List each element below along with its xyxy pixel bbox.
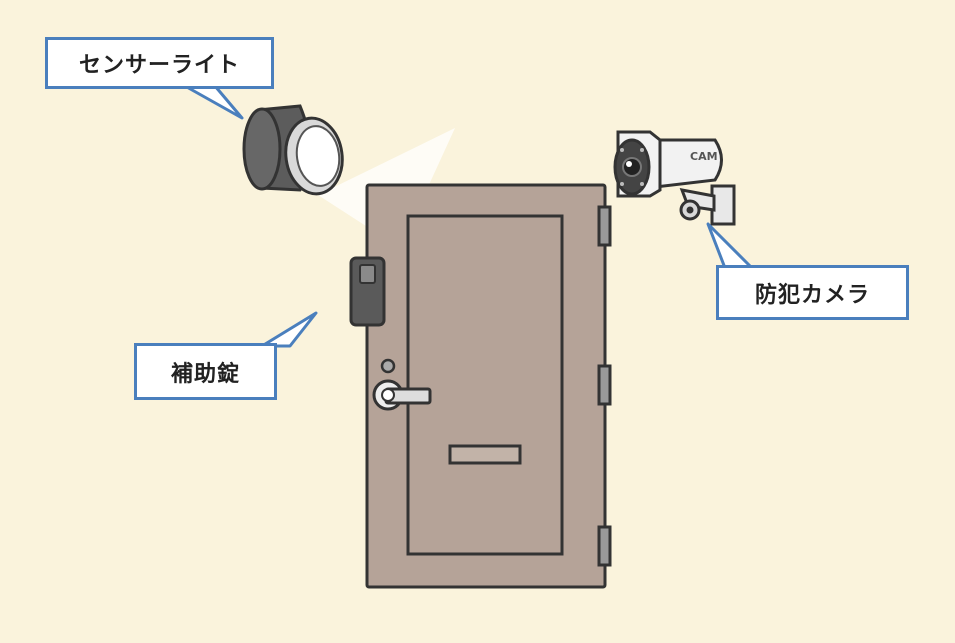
door-panel <box>406 214 564 556</box>
lock-callout-tail <box>260 311 318 348</box>
auxiliary-lock-icon <box>349 256 386 327</box>
camera-callout-tail <box>706 222 754 270</box>
sensor-light-label: センサーライト <box>45 37 274 89</box>
security-camera-icon: CAM <box>613 130 736 226</box>
security-camera-label: 防犯カメラ <box>716 265 909 320</box>
keyhole <box>380 358 396 374</box>
hinge-middle <box>597 364 612 406</box>
hinge-top <box>597 205 612 247</box>
sensor-light-icon <box>242 104 344 196</box>
mail-slot <box>448 444 522 465</box>
sensor-light-callout-tail <box>183 84 244 120</box>
hinge-bottom <box>597 525 612 567</box>
camera-marking: CAM <box>690 150 718 163</box>
auxiliary-lock-label: 補助錠 <box>134 343 277 400</box>
door-handle <box>372 379 432 411</box>
door-icon <box>365 183 612 589</box>
